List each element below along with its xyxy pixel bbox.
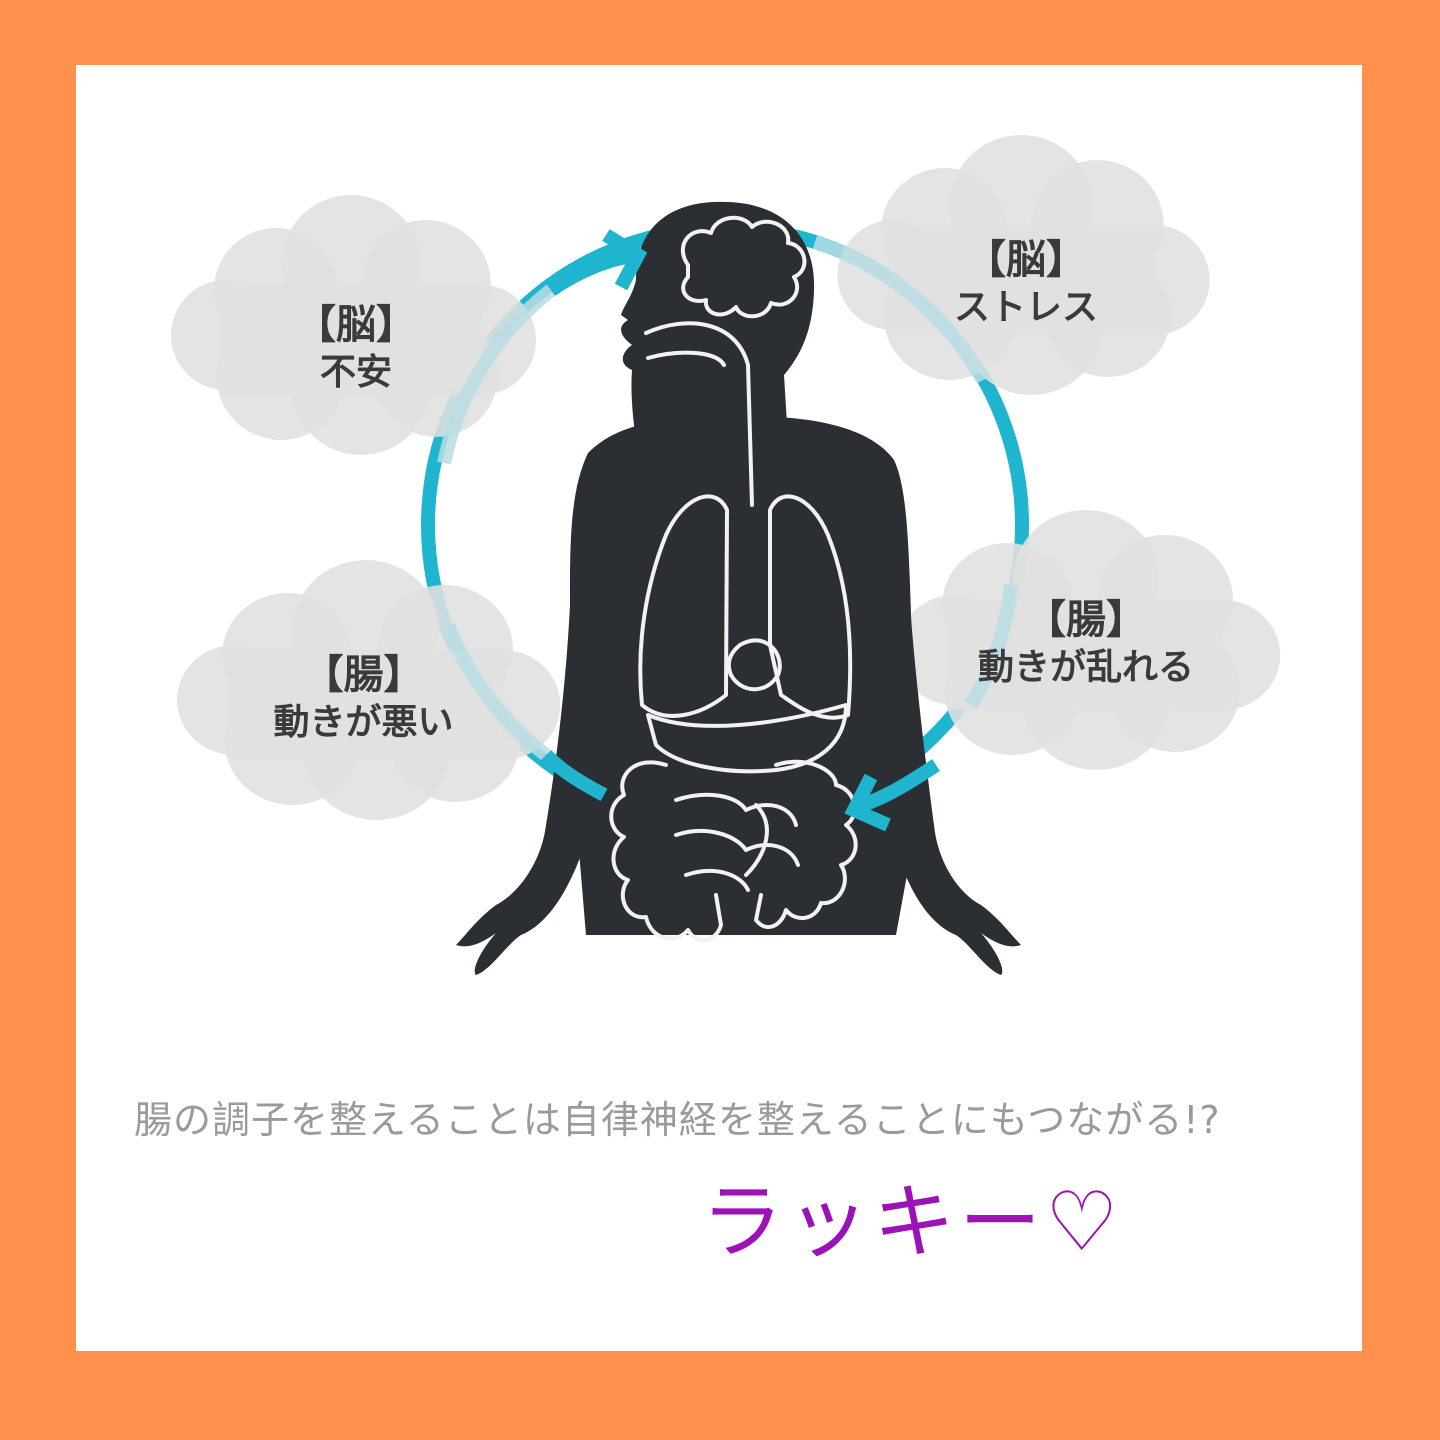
arrow-to-gut: [844, 759, 940, 832]
organ-label: 【脳】: [966, 237, 1086, 283]
caption-text: 腸の調子を整えることは自律神経を整えることにもつながる!?: [134, 1098, 1221, 1142]
white-card: 【脳】 不安 【脳】 ストレス 【腸】 動きが乱れる 【腸】 動きが悪い 腸の調…: [76, 65, 1362, 1351]
organ-label: 【腸】: [303, 652, 424, 698]
organ-label: 【腸】: [1026, 597, 1146, 643]
state-label: ストレス: [953, 287, 1098, 328]
lucky-note: ラッキー♡: [701, 1175, 1123, 1270]
state-label: 不安: [319, 352, 392, 393]
left-lung: [638, 494, 729, 718]
organ-label: 【脳】: [296, 302, 416, 348]
cloud-label-gut-irregular: 【腸】 動きが乱れる: [951, 595, 1221, 690]
organ-outlines: [609, 216, 858, 942]
right-lung: [768, 494, 853, 720]
large-intestine: [609, 759, 858, 942]
cloud-label-brain-anxiety: 【脳】 不安: [271, 300, 441, 395]
heart: [726, 638, 782, 692]
state-label: 動きが悪い: [273, 702, 454, 743]
cloud-label-gut-sluggish: 【腸】 動きが悪い: [246, 650, 481, 745]
brain-outline: [680, 216, 807, 319]
arrow-to-brain: [547, 229, 648, 296]
brain-gut-diagram: 【脳】 不安 【脳】 ストレス 【腸】 動きが乱れる 【腸】 動きが悪い: [76, 65, 1362, 1065]
cloud-label-brain-stress: 【脳】 ストレス: [936, 235, 1116, 330]
small-intestine: [674, 792, 800, 892]
ring-faded-segments: [437, 235, 1018, 761]
ring-bottom-left-segment: [541, 749, 608, 802]
diagram-graphic: [171, 135, 1281, 975]
state-label: 動きが乱れる: [977, 647, 1194, 688]
